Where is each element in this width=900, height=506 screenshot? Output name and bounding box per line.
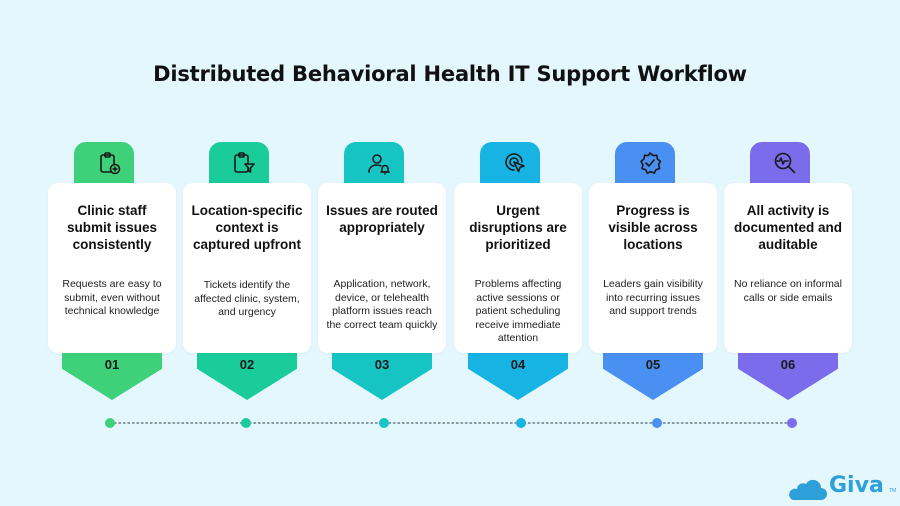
- step-description: Tickets identify the affected clinic, sy…: [194, 279, 300, 319]
- step-1: 01 Clinic staff submit issues consistent…: [48, 0, 176, 506]
- step-title: Clinic staff submit issues consistently: [66, 203, 158, 252]
- step-4-number-chevron: 04: [468, 348, 568, 400]
- step-description: Problems affecting active sessions or pa…: [474, 278, 562, 345]
- step-4: 04 Urgent disruptions are prioritized Pr…: [454, 0, 582, 506]
- step-3-number-chevron: 03: [332, 348, 432, 400]
- step-title: All activity is documented and auditable: [733, 203, 842, 252]
- step-2-card: Location-specific context is captured up…: [183, 183, 311, 353]
- step-title: Urgent disruptions are prioritized: [469, 203, 567, 252]
- step-4-tab: [480, 142, 540, 188]
- step-number: 01: [104, 357, 120, 372]
- step-3: 03 Issues are routed appropriately Appli…: [318, 0, 446, 506]
- step-2: 02 Location-specific context is captured…: [183, 0, 311, 506]
- step-description: Requests are easy to submit, even withou…: [62, 278, 162, 318]
- giva-logo: Giva TM: [785, 470, 897, 502]
- step-5-card: Progress is visible across locations Lea…: [589, 183, 717, 353]
- step-5-tab: [615, 142, 675, 188]
- page-title: Distributed Behavioral Health IT Support…: [153, 62, 747, 86]
- logo-trademark: TM: [889, 488, 897, 494]
- step-description: No reliance on informal calls or side em…: [734, 278, 842, 304]
- step-description: Application, network, device, or telehea…: [326, 278, 438, 331]
- step-number: 03: [374, 357, 390, 372]
- step-2-number-chevron: 02: [197, 348, 297, 400]
- step-title: Location-specific context is captured up…: [191, 203, 303, 252]
- step-number: 05: [645, 357, 661, 372]
- cloud-icon: [789, 479, 827, 500]
- step-1-number-chevron: 01: [62, 348, 162, 400]
- logo-text: Giva: [829, 473, 884, 498]
- step-title: Progress is visible across locations: [608, 203, 698, 252]
- clipboard-filter-icon: [231, 150, 257, 176]
- step-number: 04: [510, 357, 526, 372]
- step-6-number-chevron: 06: [738, 348, 838, 400]
- step-description: Leaders gain visibility into recurring i…: [603, 278, 703, 318]
- step-6-tab: [750, 142, 810, 188]
- step-5-number-chevron: 05: [603, 348, 703, 400]
- step-3-card: Issues are routed appropriately Applicat…: [318, 183, 446, 353]
- step-2-tab: [209, 142, 269, 188]
- step-1-tab: [74, 142, 134, 188]
- badge-check-icon: [637, 150, 663, 176]
- step-title: Issues are routed appropriately: [326, 203, 438, 235]
- step-6-card: All activity is documented and auditable…: [724, 183, 852, 353]
- step-5: 05 Progress is visible across locations …: [589, 0, 717, 506]
- step-number: 02: [239, 357, 255, 372]
- step-number: 06: [780, 357, 796, 372]
- step-4-card: Urgent disruptions are prioritized Probl…: [454, 183, 582, 353]
- search-pulse-icon: [772, 150, 798, 176]
- step-1-card: Clinic staff submit issues consistently …: [48, 183, 176, 353]
- clipboard-plus-icon: [96, 150, 122, 176]
- step-3-tab: [344, 142, 404, 188]
- step-6: 06 All activity is documented and audita…: [724, 0, 852, 506]
- target-cursor-icon: [502, 150, 528, 176]
- user-bell-icon: [366, 150, 392, 176]
